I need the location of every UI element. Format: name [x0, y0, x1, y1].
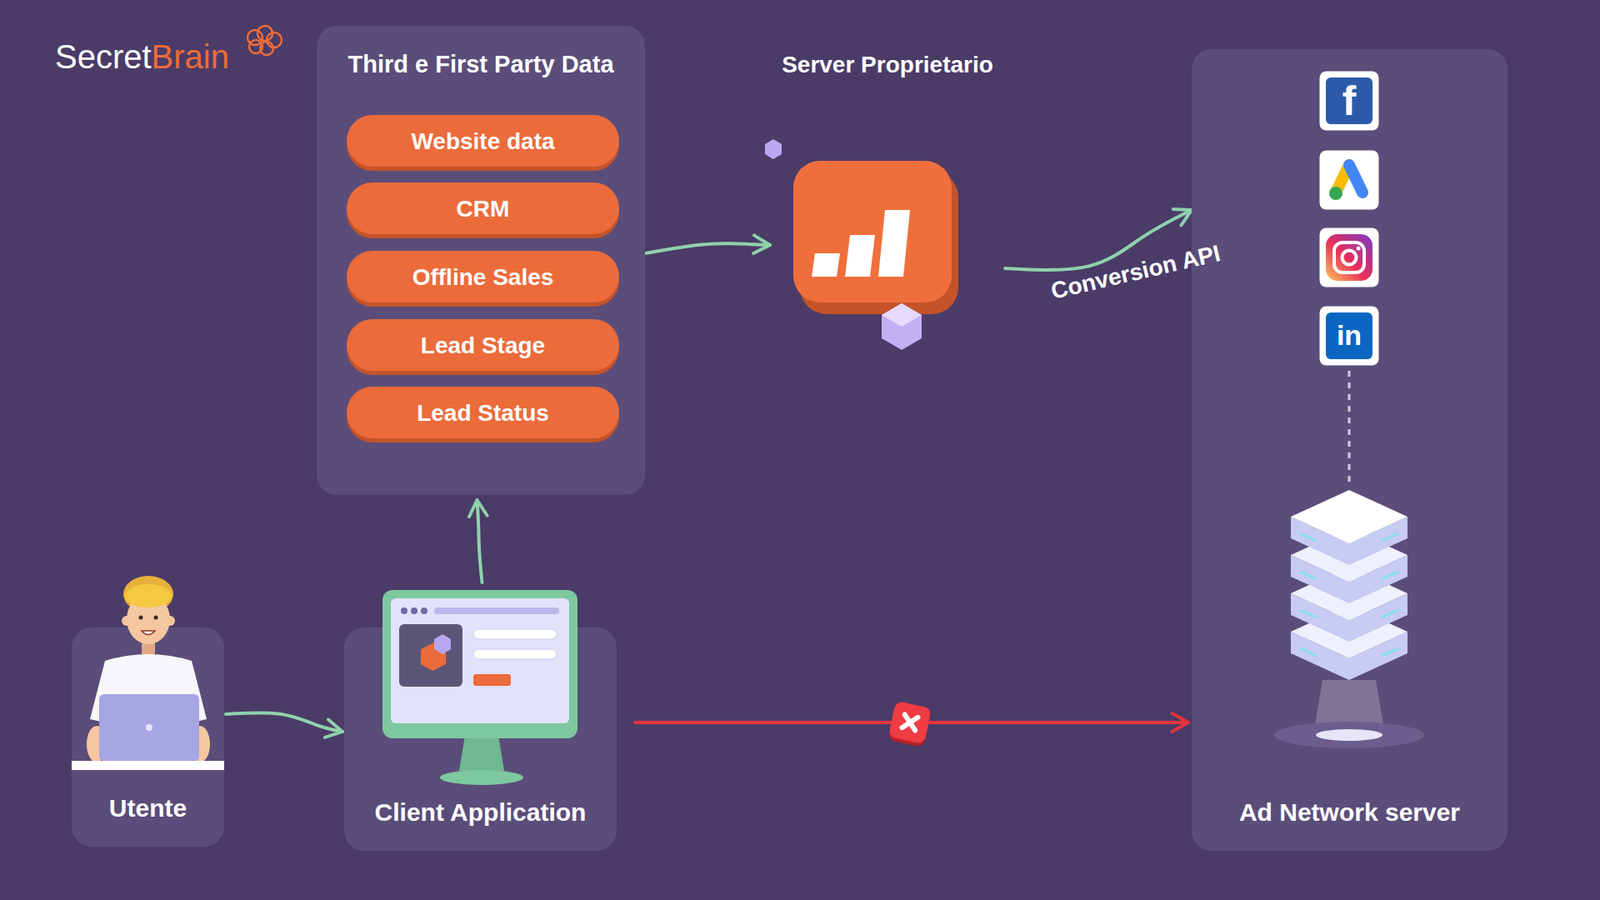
node-text: Utente — [109, 792, 187, 825]
node-text: Lead Stage — [420, 330, 545, 360]
facebook-glyph: f — [1325, 77, 1373, 125]
flow-arrow — [477, 500, 483, 583]
server-icon — [770, 50, 979, 327]
blocked-x-symbol — [887, 700, 932, 748]
logo-text: Secret — [55, 38, 152, 75]
data-pill: Website data — [346, 115, 620, 167]
logo-text: Brain — [151, 38, 230, 75]
server-node: Server Proprietario — [770, 50, 1005, 327]
node-text: Website data — [410, 126, 555, 156]
ad-network-illustration — [1191, 49, 1508, 851]
node-text: Server Proprietario — [781, 50, 994, 80]
node-text: Third e First Party Data — [347, 49, 614, 80]
node-text: Lead Status — [416, 398, 550, 428]
node-text: Client Application — [375, 796, 587, 829]
data-pill: Lead Stage — [346, 319, 620, 371]
data-pill: CRM — [346, 182, 620, 235]
node-text: Ad Network server — [1239, 796, 1460, 829]
node-text: Offline Sales — [412, 262, 555, 292]
node-text: CRM — [456, 194, 510, 224]
data-pill: Offline Sales — [346, 250, 620, 303]
user-panel: Utente — [71, 627, 225, 847]
data-pill: Lead Status — [346, 386, 620, 439]
flow-arrow — [225, 712, 343, 732]
client-panel: Client Application — [344, 627, 617, 851]
brain-icon — [247, 25, 282, 55]
linkedin-glyph: in — [1325, 312, 1373, 360]
ad-network-panel: Ad Network server f in — [1191, 49, 1508, 851]
data-panel: Third e First Party DataWebsite dataCRM O… — [316, 25, 645, 495]
flow-arrow — [645, 243, 770, 254]
